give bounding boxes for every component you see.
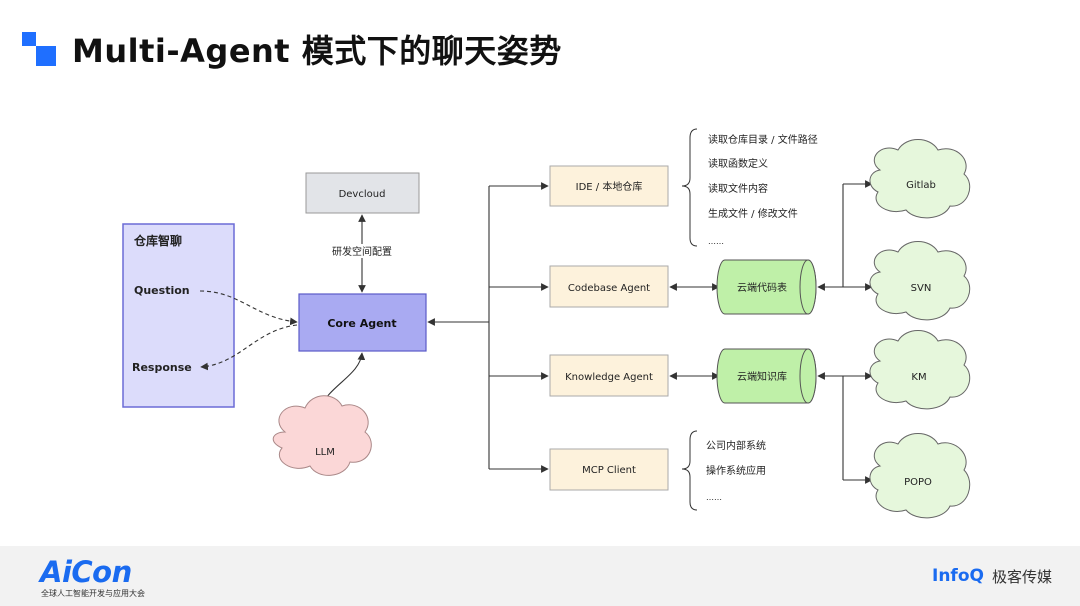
devcloud-edge-label: 研发空间配置 bbox=[332, 245, 392, 258]
km-cloud-node: KM bbox=[869, 330, 971, 410]
km-label: KM bbox=[911, 372, 926, 383]
knowledge-agent-node: Knowledge Agent bbox=[549, 354, 669, 397]
ide-agent-node: IDE / 本地仓库 bbox=[549, 165, 669, 207]
question-label: Question bbox=[134, 284, 190, 297]
ide-action-item: 生成文件 / 修改文件 bbox=[708, 207, 798, 220]
llm-label: LLM bbox=[315, 447, 335, 458]
knowledge-agent-label: Knowledge Agent bbox=[565, 372, 653, 383]
codebase-agent-node: Codebase Agent bbox=[549, 265, 669, 308]
page-title: Multi-Agent 模式下的聊天姿势 bbox=[72, 32, 562, 70]
geek-brand: 极客传媒 bbox=[992, 568, 1053, 586]
footer-bar: AiCon 全球人工智能开发与应用大会 InfoQ 极客传媒 bbox=[0, 546, 1080, 606]
infoq-logo: InfoQ bbox=[932, 566, 984, 586]
response-label: Response bbox=[132, 361, 192, 374]
ide-actions-brace bbox=[681, 128, 698, 247]
aicon-logo: AiCon bbox=[40, 555, 132, 589]
mcp-system-item: 公司内部系统 bbox=[706, 439, 766, 452]
gitlab-label: Gitlab bbox=[906, 180, 936, 191]
mcp-system-item: …… bbox=[706, 493, 722, 502]
mcp-system-item: 操作系统应用 bbox=[706, 464, 766, 477]
core-agent-label: Core Agent bbox=[327, 317, 396, 330]
gitlab-cloud-node: Gitlab bbox=[869, 139, 971, 219]
mcp-systems-brace bbox=[681, 430, 698, 511]
code-table-label: 云端代码表 bbox=[737, 281, 787, 294]
ide-action-item: …… bbox=[708, 237, 724, 246]
knowledge-base-store-node: 云端知识库 bbox=[716, 348, 817, 404]
slide-header: Multi-Agent 模式下的聊天姿势 bbox=[0, 0, 1080, 90]
knowledge-base-label: 云端知识库 bbox=[737, 370, 787, 383]
core-agent-node: Core Agent bbox=[298, 293, 427, 352]
ide-agent-label: IDE / 本地仓库 bbox=[576, 180, 643, 193]
mcp-client-node: MCP Client bbox=[549, 448, 669, 491]
devcloud-node: Devcloud bbox=[305, 172, 420, 214]
popo-cloud-node: POPO bbox=[869, 433, 971, 519]
architecture-diagram: 仓库智聊 Question Response Devcloud 研发空间配置 C… bbox=[122, 128, 971, 519]
popo-label: POPO bbox=[904, 477, 932, 488]
llm-cloud-node: LLM bbox=[272, 395, 372, 476]
codebase-agent-label: Codebase Agent bbox=[568, 283, 650, 294]
mcp-client-label: MCP Client bbox=[582, 465, 636, 476]
code-table-store-node: 云端代码表 bbox=[716, 259, 817, 315]
core-to-response-edge bbox=[200, 324, 298, 371]
devcloud-label: Devcloud bbox=[339, 189, 386, 200]
repo-chat-panel: 仓库智聊 Question Response bbox=[122, 223, 235, 408]
ide-action-item: 读取仓库目录 / 文件路径 bbox=[708, 133, 818, 146]
aicon-subtitle: 全球人工智能开发与应用大会 bbox=[41, 589, 145, 598]
title-logo-icon bbox=[22, 32, 58, 70]
svn-label: SVN bbox=[911, 283, 932, 294]
ide-action-item: 读取文件内容 bbox=[708, 182, 768, 195]
svn-cloud-node: SVN bbox=[869, 241, 971, 321]
repo-chat-title: 仓库智聊 bbox=[133, 233, 182, 248]
ide-action-item: 读取函数定义 bbox=[708, 157, 768, 170]
question-to-core-edge bbox=[199, 290, 298, 326]
